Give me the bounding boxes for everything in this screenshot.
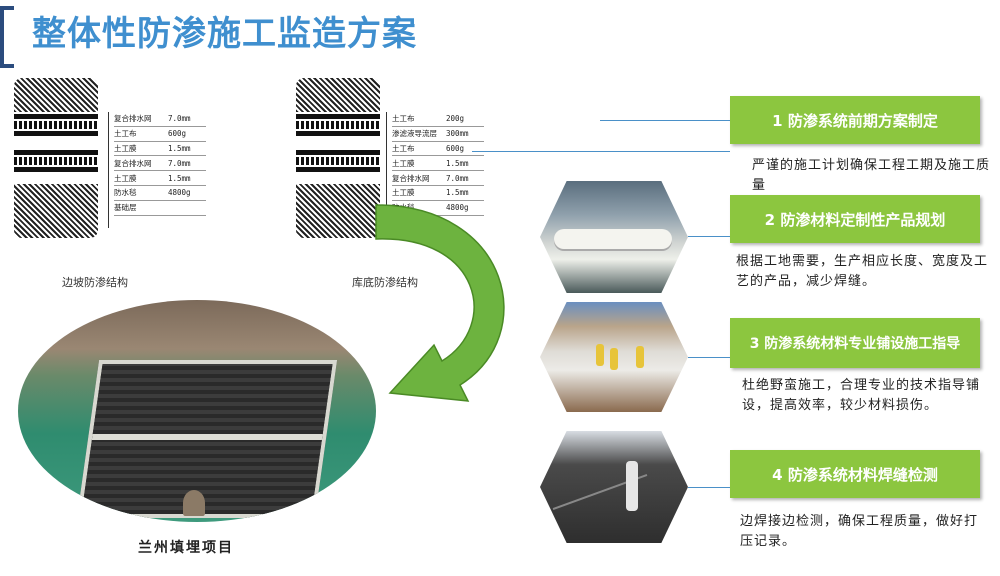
connector-line-2	[472, 151, 730, 152]
layer-name: 土工膜	[114, 173, 137, 183]
layer-name: 复合排水网	[114, 114, 152, 124]
connector-line-5	[688, 487, 730, 488]
layer-spec: 7.0mm	[168, 158, 191, 168]
slope-structure-caption: 边坡防渗结构	[62, 276, 128, 289]
project-site-photo	[18, 300, 376, 522]
layer-spec: 7.0mm	[446, 173, 469, 183]
weld-inspection-photo	[540, 431, 688, 543]
step-4-box: 4 防渗系统材料焊缝检测	[730, 450, 980, 498]
layer-row: 复合排水网 7.0mm	[392, 171, 484, 186]
layer-row: 土工布 600g	[392, 142, 484, 157]
layer-spec: 600g	[168, 129, 187, 139]
slope-layer-list: 复合排水网 7.0mm 土工布 600g 土工膜 1.5mm 复合排水网 7.0mm 土工膜 1.…	[114, 112, 206, 216]
layer-name: 土工布	[392, 143, 415, 153]
layer-name: 基础层	[114, 203, 137, 213]
connector-line-3	[688, 236, 730, 237]
step-4-description: 边焊接边检测，确保工程质量，做好打压记录。	[740, 514, 979, 549]
layer-spec: 1.5mm	[168, 143, 191, 153]
step-3-box: 3 防渗系统材料专业铺设施工指导	[730, 318, 980, 368]
page-title: 整体性防渗施工监造方案	[32, 14, 417, 54]
layer-spec: 1.5mm	[168, 173, 191, 183]
bottom-structure-caption: 库底防渗结构	[352, 276, 418, 289]
step-2-box: 2 防渗材料定制性产品规划	[730, 195, 980, 243]
step-2-description: 根据工地需要，生产相应长度、宽度及工艺的产品，减少焊缝。	[736, 254, 989, 289]
step-1-description: 严谨的施工计划确保工程工期及施工质量	[752, 158, 991, 193]
bottom-layer-list: 土工布 200g 渗滤液导流层 300mm 土工布 600g 土工膜 1.5mm 复合排水网 7.…	[392, 112, 484, 216]
layer-row: 防水毯 4800g	[114, 186, 206, 201]
factory-roll-photo	[540, 181, 688, 293]
layer-spec: 600g	[446, 143, 465, 153]
connector-line-4	[688, 357, 730, 358]
layer-spec: 4800g	[446, 203, 469, 213]
layer-row: 土工膜 1.5mm	[114, 171, 206, 186]
layer-spec: 1.5mm	[446, 188, 469, 198]
layer-name: 土工膜	[392, 188, 415, 198]
bottom-structure-graphic	[296, 78, 380, 238]
layer-name: 防水毯	[114, 188, 137, 198]
layer-row: 复合排水网 7.0mm	[114, 156, 206, 172]
layer-name: 复合排水网	[392, 173, 430, 183]
layer-row: 土工膜 1.5mm	[392, 156, 484, 172]
landfill-pond	[76, 360, 338, 518]
layer-row: 基础层	[114, 201, 206, 216]
layer-row: 土工膜 1.5mm	[392, 186, 484, 201]
curved-arrow-icon	[375, 204, 505, 402]
layer-row: 土工膜 1.5mm	[114, 142, 206, 157]
title-bracket	[0, 6, 14, 68]
layer-name: 渗滤液导流层	[392, 129, 437, 139]
layer-spec: 7.0mm	[168, 114, 191, 124]
bottom-divider-line	[386, 112, 387, 212]
layer-name: 土工布	[114, 129, 137, 139]
layer-row: 渗滤液导流层 300mm	[392, 127, 484, 142]
site-installation-photo	[540, 302, 688, 412]
layer-name: 复合排水网	[114, 158, 152, 168]
layer-spec: 1.5mm	[446, 158, 469, 168]
layer-row: 土工布 600g	[114, 127, 206, 142]
layer-spec: 4800g	[168, 188, 191, 198]
slope-divider-line	[108, 112, 109, 228]
layer-spec: 300mm	[446, 129, 469, 139]
layer-name: 土工膜	[392, 158, 415, 168]
layer-row: 复合排水网 7.0mm	[114, 112, 206, 127]
layer-name: 土工膜	[114, 143, 137, 153]
slope-structure-graphic	[14, 78, 98, 238]
step-1-box: 1 防渗系统前期方案制定	[730, 96, 980, 144]
step-3-description: 杜绝野蛮施工，合理专业的技术指导铺设，提高效率，较少材料损伤。	[742, 378, 981, 413]
layer-row: 土工布 200g	[392, 112, 484, 127]
tree-shape	[183, 490, 205, 516]
layer-spec: 200g	[446, 114, 465, 124]
connector-line-1	[600, 120, 730, 121]
layer-name: 土工布	[392, 114, 415, 124]
project-caption: 兰州填埋项目	[138, 540, 234, 556]
